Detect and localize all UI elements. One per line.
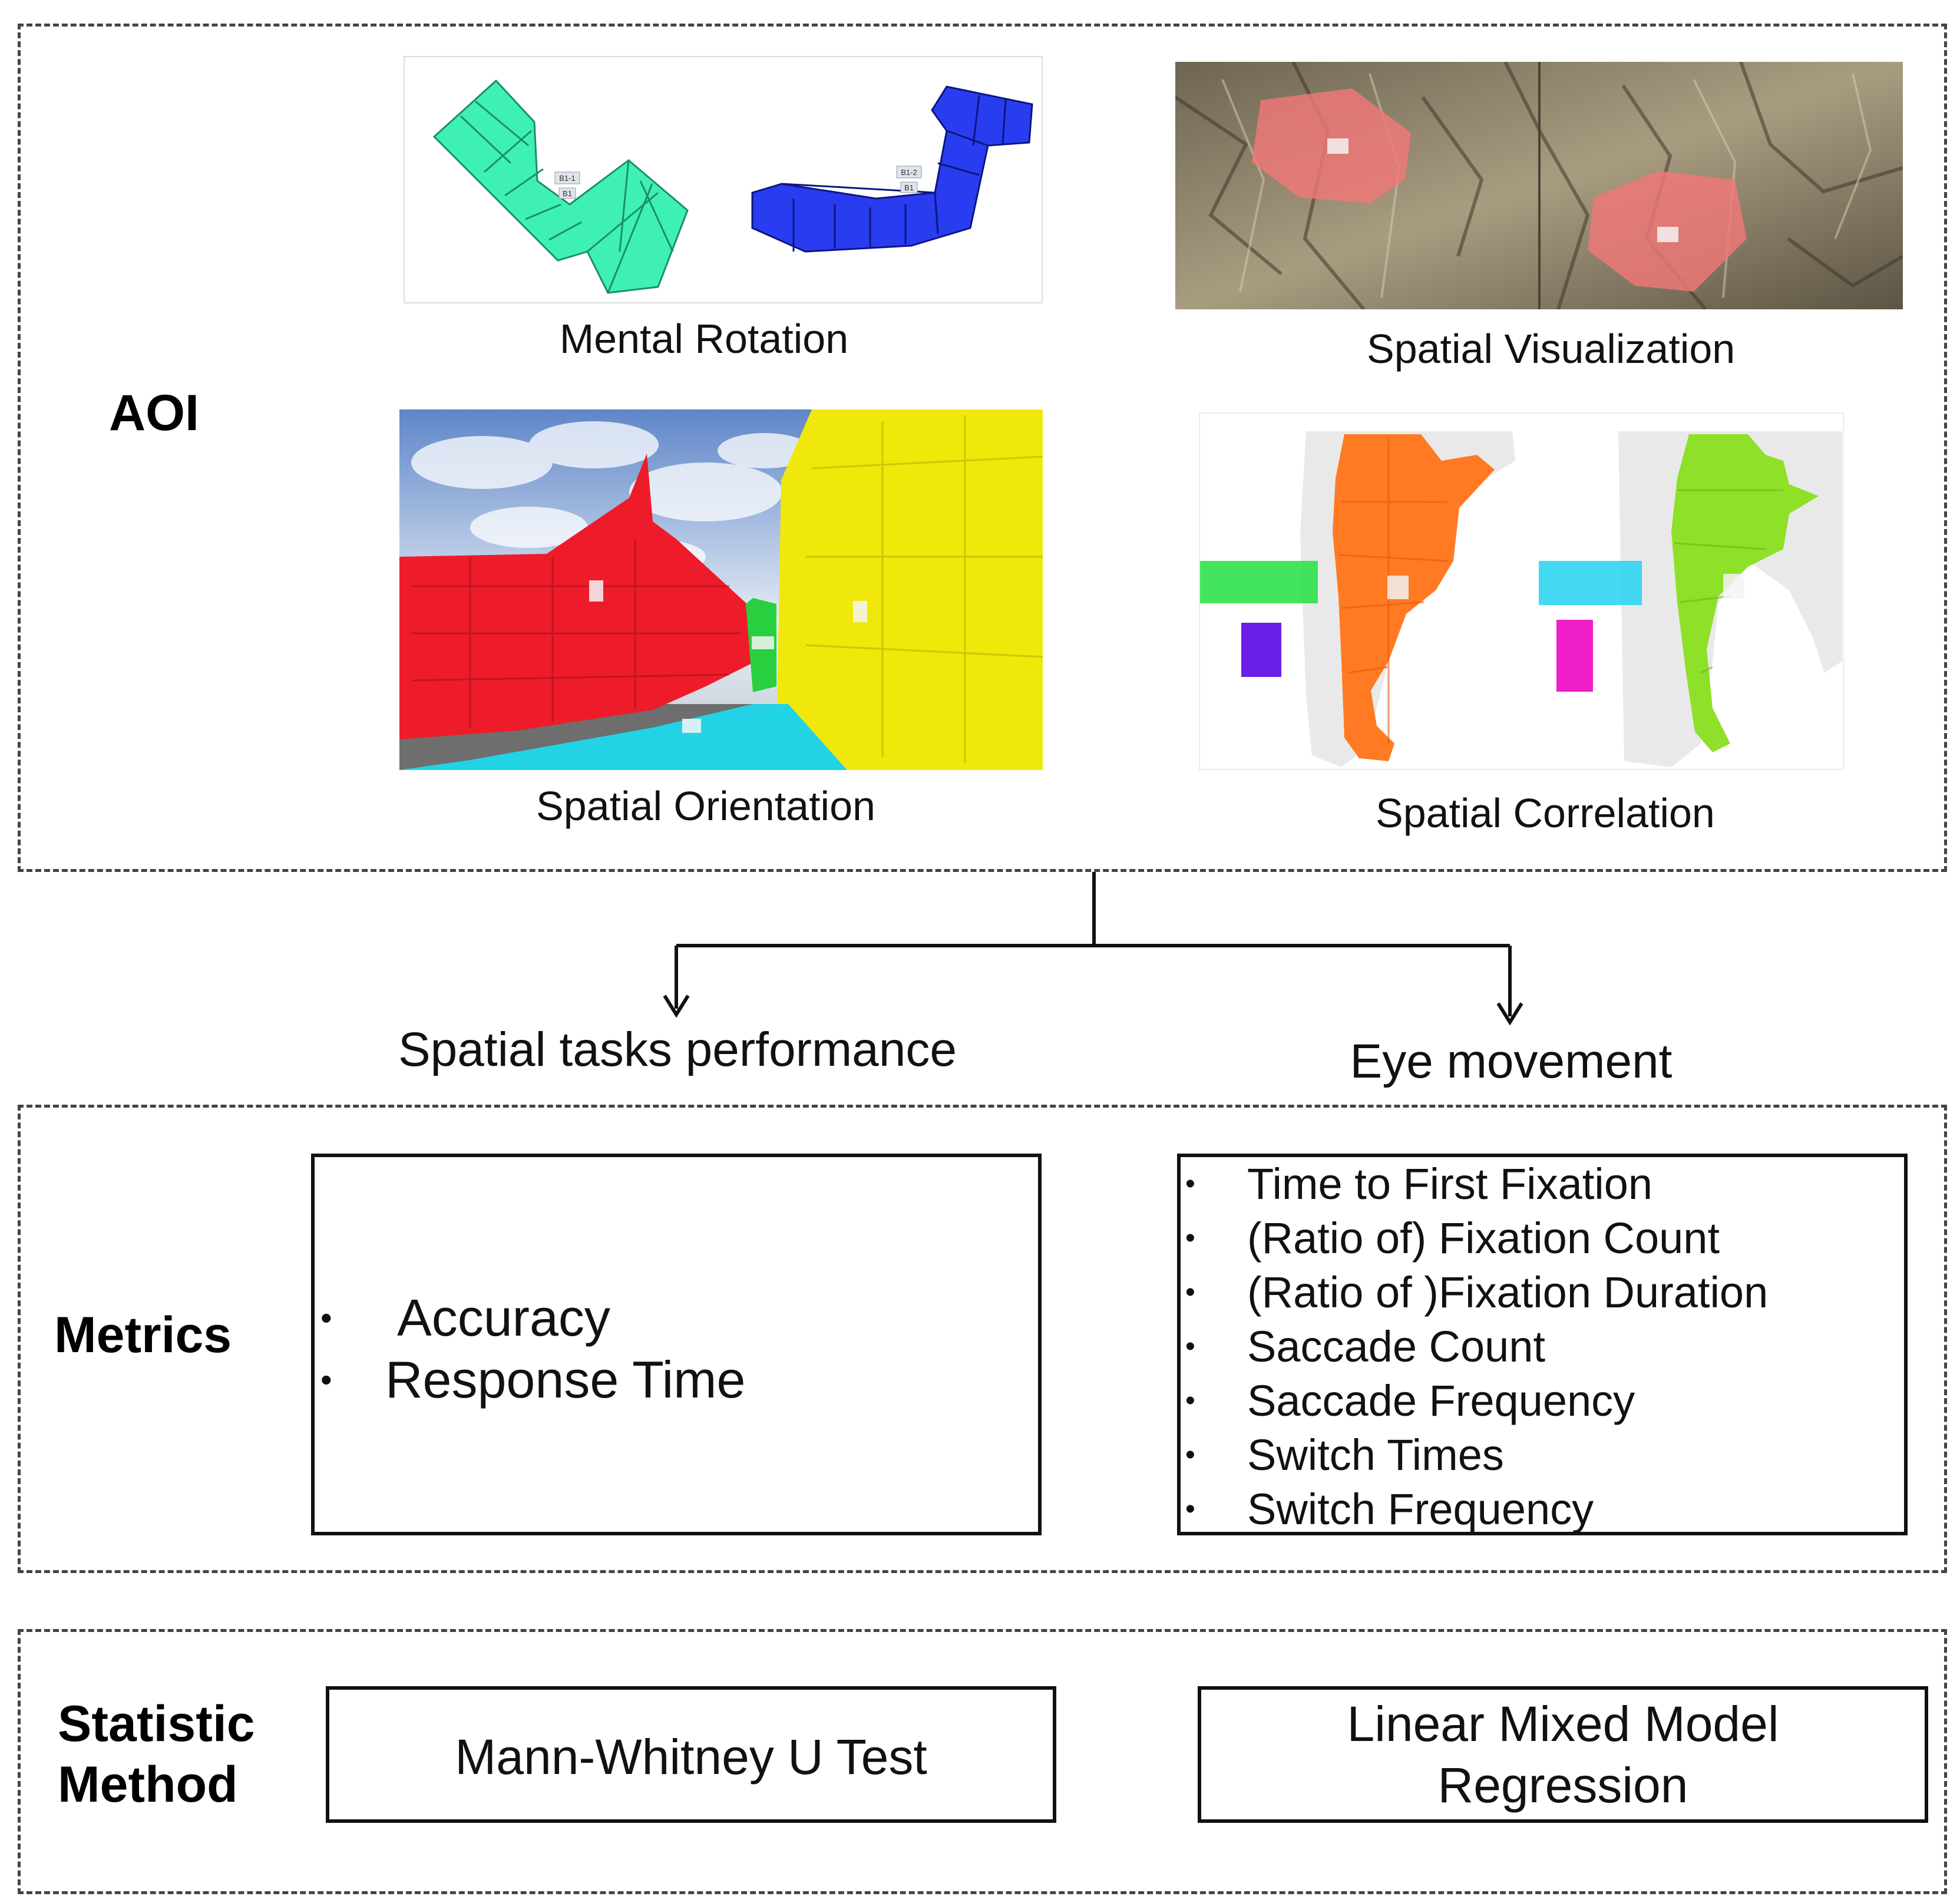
statistics-label-line1: Statistic <box>58 1696 255 1752</box>
mann-whitney-box: Mann-Whitney U Test <box>326 1686 1056 1823</box>
eye-movement-metrics-box: •Time to First Fixation •(Ratio of) Fixa… <box>1177 1154 1908 1535</box>
mr-tag-2: B1 <box>563 189 572 198</box>
statistics-label-line2: Method <box>58 1756 238 1813</box>
branch-connector <box>663 872 1523 1026</box>
spatial-orientation-aoi-image <box>399 409 1043 770</box>
list-item: •Accuracy <box>320 1289 610 1347</box>
mr-tag-1: B1-1 <box>559 174 575 183</box>
mr-tag-4: B1 <box>904 183 914 192</box>
spatial-visualization-aoi-image <box>1175 62 1903 309</box>
lmm-regression-box: Linear Mixed Model Regression <box>1198 1686 1928 1823</box>
list-item: •Switch Frequency <box>1185 1485 1594 1534</box>
mann-whitney-label: Mann-Whitney U Test <box>455 1729 927 1785</box>
lmm-regression-label-line1: Linear Mixed Model <box>1347 1696 1779 1752</box>
mr-tag-3: B1-2 <box>901 168 917 177</box>
statistics-section <box>18 1629 1947 1894</box>
list-item: •(Ratio of) Fixation Count <box>1185 1214 1720 1263</box>
list-item: •Switch Times <box>1185 1430 1504 1479</box>
mental-rotation-caption: Mental Rotation <box>559 316 849 362</box>
lmm-regression-label-line2: Regression <box>1437 1757 1688 1813</box>
list-item: •(Ratio of )Fixation Duration <box>1185 1268 1769 1317</box>
list-item: •Saccade Frequency <box>1185 1376 1635 1425</box>
metrics-label: Metrics <box>54 1307 232 1363</box>
aoi-section <box>18 24 1947 872</box>
eye-movement-metrics-list: •Time to First Fixation •(Ratio of) Fixa… <box>1185 1157 1768 1537</box>
list-item: •Response Time <box>320 1350 746 1409</box>
performance-metrics-box: •Accuracy •Response Time <box>311 1154 1042 1535</box>
aoi-label: AOI <box>109 385 199 441</box>
list-item: •Time to First Fixation <box>1185 1159 1653 1208</box>
statistics-label: Statistic Method <box>58 1694 255 1815</box>
spatial-orientation-caption: Spatial Orientation <box>536 783 875 829</box>
metrics-section <box>18 1105 1947 1573</box>
spatial-correlation-aoi-image <box>1199 412 1844 770</box>
spatial-correlation-caption: Spatial Correlation <box>1376 790 1715 836</box>
mental-rotation-aoi-image: B1-1 B1 B1-2 B1 <box>404 56 1043 303</box>
spatial-visualization-caption: Spatial Visualization <box>1367 326 1736 372</box>
performance-metrics-list: •Accuracy •Response Time <box>320 1287 745 1410</box>
branch-eye-movement-title: Eye movement <box>1350 1035 1673 1088</box>
list-item: •Saccade Count <box>1185 1322 1546 1371</box>
branch-performance-title: Spatial tasks performance <box>398 1023 957 1076</box>
